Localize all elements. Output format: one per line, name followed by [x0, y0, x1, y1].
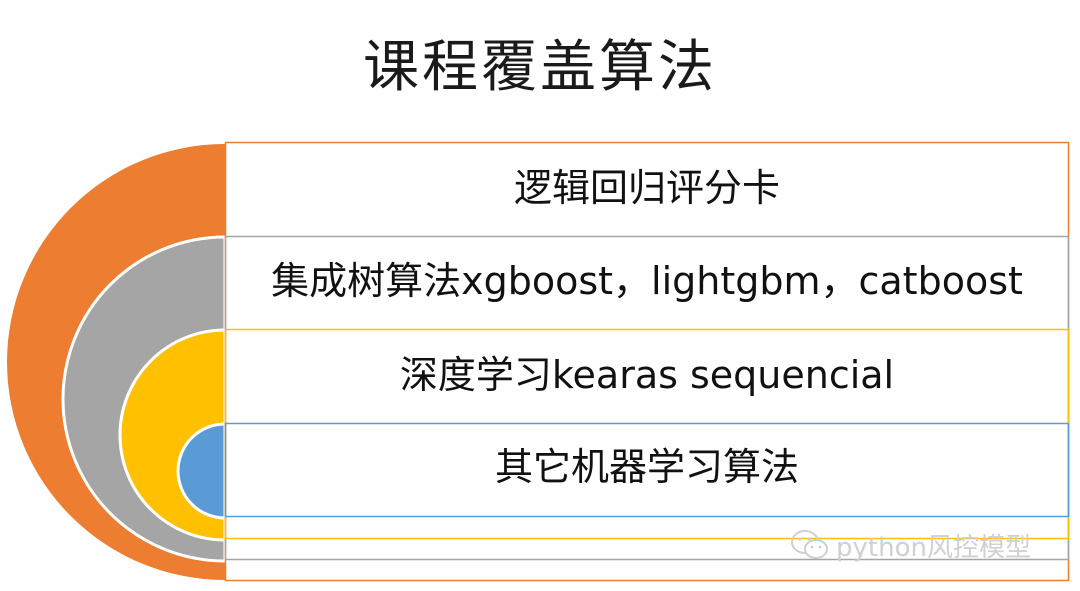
layer-blue-box	[224, 422, 1070, 518]
layer-label-logistic: 逻辑回归评分卡	[514, 166, 780, 210]
watermark-text: python风控模型	[836, 532, 1031, 563]
page-title: 课程覆盖算法	[363, 35, 717, 100]
layer-blue-semicircle	[176, 422, 227, 520]
watermark: python风控模型	[790, 525, 1031, 565]
layer-label-deep-learning: 深度学习kearas sequencial	[400, 353, 894, 397]
layer-label-other-ml: 其它机器学习算法	[495, 445, 799, 489]
wechat-icon	[790, 528, 830, 562]
layer-label-ensemble: 集成树算法xgboost，lightgbm，catboost	[271, 259, 1023, 303]
